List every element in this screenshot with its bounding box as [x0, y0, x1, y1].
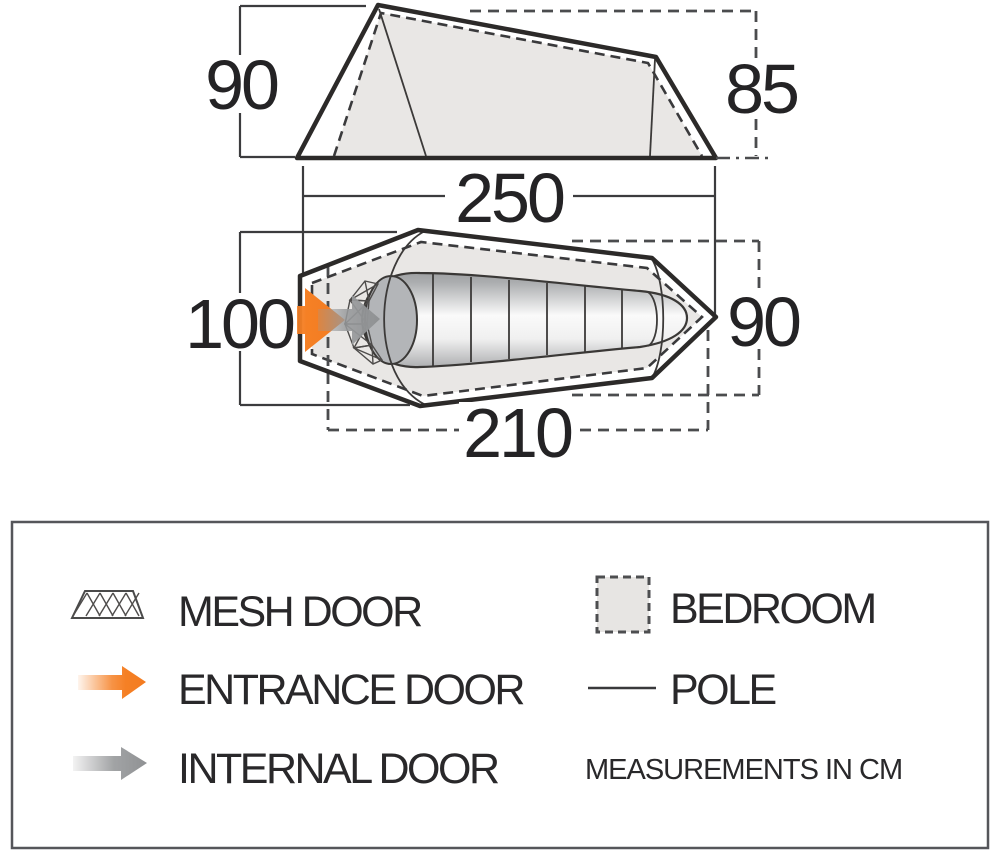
height-90-bracket: 90: [201, 4, 366, 159]
plan-front-pole-arc: [383, 230, 429, 407]
length-210-label: 210: [463, 394, 572, 472]
height-85-label: 85: [725, 50, 797, 128]
internal-door-arrow: [318, 295, 380, 345]
side-view: 90 85 250: [201, 2, 800, 314]
legend-border: [10, 520, 990, 850]
length-250-dimension: 250: [301, 159, 717, 314]
legend: MESH DOOR ENTRANCE DOOR INTERNAL DOOR BE…: [10, 520, 990, 850]
internal-door-arrow-icon: [73, 747, 147, 780]
legend-internal-door-label: INTERNAL DOOR: [178, 745, 499, 793]
width-90-label: 90: [727, 283, 800, 361]
bedroom-swatch-icon: [595, 575, 651, 634]
width-100-bracket: 100: [181, 230, 410, 407]
sleeping-bag: [361, 271, 689, 369]
legend-bedroom-label: BEDROOM: [670, 585, 875, 633]
entrance-door-arrow-icon: [78, 666, 146, 699]
height-90-label: 90: [205, 46, 278, 124]
plan-flysheet-outline: [297, 227, 719, 409]
side-rear-pole-line: [649, 58, 656, 157]
plan-view: 100 90 210: [181, 227, 803, 472]
plan-inner-tent-dashed-outline: [310, 240, 704, 398]
plan-rear-pole-arc: [651, 258, 665, 379]
mesh-door-icon: [70, 590, 145, 619]
side-front-pole-line: [378, 8, 427, 157]
length-250-label: 250: [455, 159, 564, 237]
width-90-dimension: 90: [725, 283, 803, 361]
legend-pole-label: POLE: [670, 666, 776, 714]
width-100-label: 100: [185, 285, 294, 363]
legend-entrance-door-label: ENTRANCE DOOR: [178, 666, 524, 714]
height-85-bracket: 85: [470, 9, 800, 160]
legend-measurements-note: MEASUREMENTS IN CM: [585, 754, 902, 786]
side-inner-tent-fill: [334, 13, 702, 156]
legend-mesh-door-label: MESH DOOR: [178, 588, 422, 636]
side-flysheet-outline: [294, 2, 719, 161]
length-210-dimension: 210: [459, 394, 575, 472]
